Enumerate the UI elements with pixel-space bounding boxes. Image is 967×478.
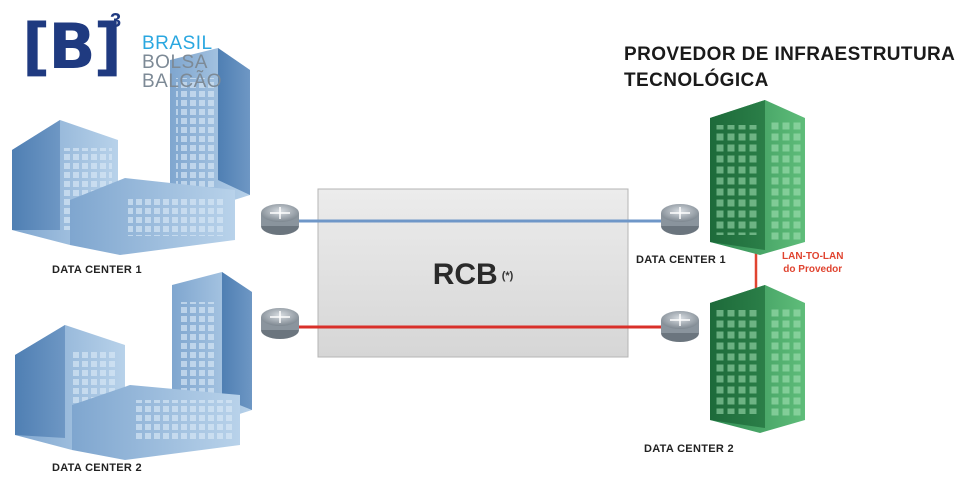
provider-title-line2: TECNOLÓGICA	[624, 70, 769, 91]
rcb-label: RCB(*)	[318, 258, 628, 292]
right-dc2-label: DATA CENTER 2	[644, 443, 734, 455]
rcb-name: RCB	[432, 258, 498, 291]
building-dc1-left	[12, 48, 250, 255]
router-icon	[261, 308, 299, 339]
logo-line-balcao: BALCÃO	[142, 71, 223, 92]
logo-line-bolsa: BOLSA	[142, 52, 208, 73]
rcb-network-box	[317, 188, 629, 358]
lan-label-line2: do Provedor	[783, 264, 843, 275]
server-dc2-right	[710, 285, 805, 433]
server-dc1-right	[710, 100, 805, 255]
building-dc2-left	[15, 272, 252, 460]
left-dc1-label: DATA CENTER 1	[52, 264, 142, 276]
provider-title: PROVEDOR DE INFRAESTRUTURA TECNOLÓGICA	[624, 42, 955, 94]
lan-to-lan-label: LAN-TO-LAN do Provedor	[782, 250, 843, 276]
left-dc2-label: DATA CENTER 2	[52, 462, 142, 474]
router-icon	[661, 204, 699, 235]
logo-line-brasil: BRASIL	[142, 33, 213, 54]
b3-logo-mark: [B]	[22, 10, 122, 83]
right-dc1-label: DATA CENTER 1	[636, 254, 726, 266]
router-icon	[661, 311, 699, 342]
router-icon	[261, 204, 299, 235]
b3-logo-superscript: 3	[110, 10, 122, 32]
rcb-note: (*)	[501, 270, 514, 283]
provider-title-line1: PROVEDOR DE INFRAESTRUTURA	[624, 44, 956, 65]
lan-label-line1: LAN-TO-LAN	[782, 251, 844, 262]
